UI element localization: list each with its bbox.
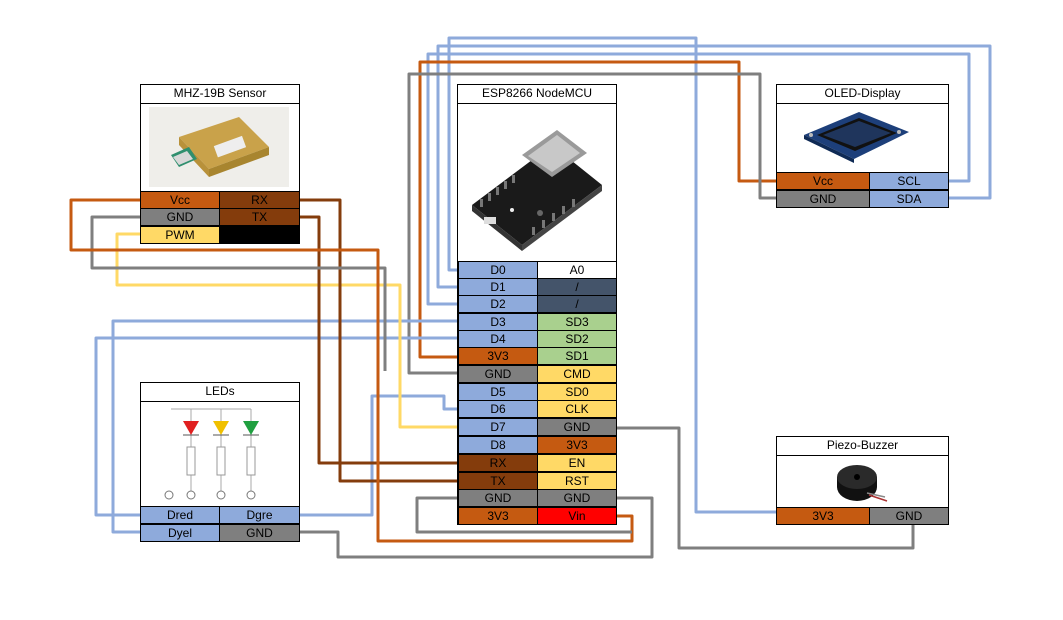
mhz-pin-empty (219, 226, 300, 244)
pin-d7: D7 (458, 418, 538, 436)
oled-image (804, 112, 909, 163)
buzzer-pin-gnd: GND (869, 507, 949, 525)
wire-mhz-rx (299, 198, 458, 483)
pin-d6: D6 (458, 400, 538, 418)
buzzer-pin-3v3: 3V3 (776, 507, 870, 525)
mhz-pin-tx: TX (219, 208, 300, 226)
pin-d4: D4 (458, 330, 538, 348)
leds-title: LEDs (141, 383, 299, 402)
pin-3v3-r: 3V3 (537, 436, 617, 454)
pin-d5: D5 (458, 383, 538, 401)
wire-mhz-gnd (90, 215, 387, 371)
pin-3v3-b: 3V3 (458, 507, 538, 525)
oled-pin-vcc: Vcc (776, 172, 870, 190)
wire-gnd-loop (415, 496, 632, 534)
wire-gnd-buzzer (617, 426, 915, 550)
pin-na-1: / (537, 278, 617, 296)
wire-d2-sda (426, 52, 971, 306)
pin-cmd: CMD (537, 365, 617, 383)
wire-mhz-vcc (69, 198, 634, 543)
mhz-pin-vcc: Vcc (140, 191, 220, 209)
pin-rst: RST (537, 472, 617, 490)
buzzer-title: Piezo-Buzzer (777, 437, 948, 456)
mhz-sensor-title: MHZ-19B Sensor (141, 85, 299, 104)
wire-d0-buzzer (447, 36, 777, 514)
pin-a0: A0 (537, 261, 617, 279)
pin-gnd-a: GND (458, 365, 538, 383)
nodemcu-title: ESP8266 NodeMCU (458, 85, 616, 104)
pin-sd2: SD2 (537, 330, 617, 348)
leds-pin-dgre: Dgre (219, 506, 300, 524)
wire-leds-gnd (299, 496, 654, 559)
pin-sd3: SD3 (537, 313, 617, 331)
wire-d1-scl (436, 44, 992, 289)
leds-schematic (164, 408, 259, 500)
wire-d3-dyel (111, 319, 458, 534)
wire-d7-pwm (115, 232, 458, 429)
pin-gnd-r1: GND (537, 418, 617, 436)
pin-clk: CLK (537, 400, 617, 418)
wire-d6-dgre (299, 394, 458, 517)
pin-en: EN (537, 454, 617, 472)
mhz-sensor-box: MHZ-19B Sensor (140, 84, 300, 244)
oled-pin-scl: SCL (869, 172, 949, 190)
buzzer-image (837, 465, 888, 502)
pin-gnd-r2: GND (537, 489, 617, 507)
mhz-pin-rx: RX (219, 191, 300, 209)
nodemcu-board-image (472, 130, 602, 251)
pin-d1: D1 (458, 278, 538, 296)
pin-3v3-a: 3V3 (458, 347, 538, 365)
oled-pin-gnd: GND (776, 190, 870, 208)
leds-pin-dyel: Dyel (140, 524, 220, 542)
pin-d3: D3 (458, 313, 538, 331)
oled-title: OLED-Display (777, 85, 948, 104)
oled-pin-sda: SDA (869, 190, 949, 208)
pin-sd0: SD0 (537, 383, 617, 401)
leds-pin-gnd: GND (219, 524, 300, 542)
wire-d4-dred (94, 336, 458, 517)
pin-d8: D8 (458, 436, 538, 454)
pin-gnd-b: GND (458, 489, 538, 507)
wire-3v3-oled (418, 60, 777, 359)
mhz-pin-gnd: GND (140, 208, 220, 226)
pin-sd1: SD1 (537, 347, 617, 365)
leds-pin-dred: Dred (140, 506, 220, 524)
wire-gnd-oled (407, 72, 777, 375)
pin-na-2: / (537, 295, 617, 313)
pin-d0: D0 (458, 261, 538, 279)
pin-tx: TX (458, 472, 538, 490)
pin-vin: Vin (537, 507, 617, 525)
wire-mhz-tx (299, 215, 458, 465)
mhz-sensor-image (149, 107, 289, 187)
mhz-pin-pwm: PWM (140, 226, 220, 244)
pin-d2: D2 (458, 295, 538, 313)
pin-rx: RX (458, 454, 538, 472)
